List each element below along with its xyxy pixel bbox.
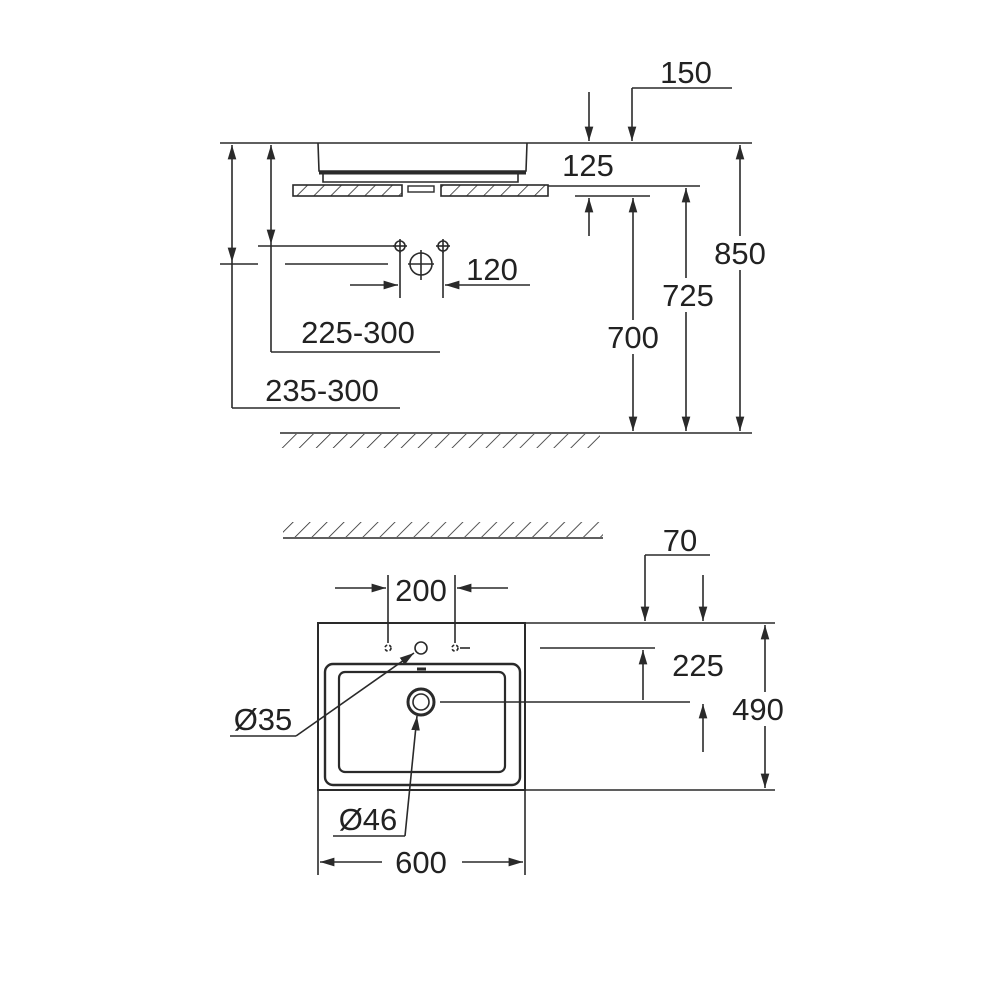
dimension-120: 120 <box>350 252 530 298</box>
dim-d35-label: Ø35 <box>234 702 293 737</box>
drain-icon <box>406 687 436 717</box>
dim-200-label: 200 <box>395 573 447 608</box>
dimension-225-300: 225-300 <box>266 145 440 353</box>
dimension-diameter-35: Ø35 <box>230 652 415 737</box>
dimension-diameter-46: Ø46 <box>333 715 420 837</box>
dimension-725: 725 <box>658 188 718 431</box>
dim-600-label: 600 <box>395 845 447 880</box>
wall-connections <box>220 239 450 280</box>
dimension-490: 490 <box>525 622 790 791</box>
dimension-200: 200 <box>335 573 508 643</box>
dim-850-label: 850 <box>714 236 766 271</box>
dim-d46-label: Ø46 <box>339 802 398 837</box>
countertop-section <box>292 184 549 197</box>
optional-hole-right-icon <box>451 644 459 652</box>
dimension-225: 225 <box>440 647 724 752</box>
dim-225-300-label: 225-300 <box>301 315 415 350</box>
dim-725-label: 725 <box>662 278 714 313</box>
dimension-125: 125 <box>562 148 614 236</box>
dim-70-label: 70 <box>663 523 697 558</box>
dim-235-300-label: 235-300 <box>265 373 379 408</box>
tap-hole-icon <box>414 641 428 655</box>
dim-490-label: 490 <box>732 692 784 727</box>
dimension-70: 70 <box>640 523 710 621</box>
basin-profile <box>317 142 528 183</box>
dim-120-label: 120 <box>466 252 518 287</box>
wall-hatch <box>283 522 603 539</box>
dim-700-label: 700 <box>607 320 659 355</box>
dimension-600: 600 <box>317 790 526 880</box>
dimension-850: 850 <box>600 145 772 434</box>
top-view: 200 70 225 490 Ø35 <box>230 522 790 880</box>
optional-hole-left-icon <box>384 644 392 652</box>
dimension-700: 700 <box>603 198 663 431</box>
floor-hatch <box>280 432 600 448</box>
dim-150-label: 150 <box>660 55 712 90</box>
dim-225-label: 225 <box>672 648 724 683</box>
dimension-235-300: 235-300 <box>227 145 400 409</box>
dim-125-label: 125 <box>562 148 614 183</box>
basin-plan <box>317 622 526 791</box>
dimension-150: 150 <box>584 55 732 141</box>
side-view: 150 125 850 725 700 <box>220 55 772 448</box>
